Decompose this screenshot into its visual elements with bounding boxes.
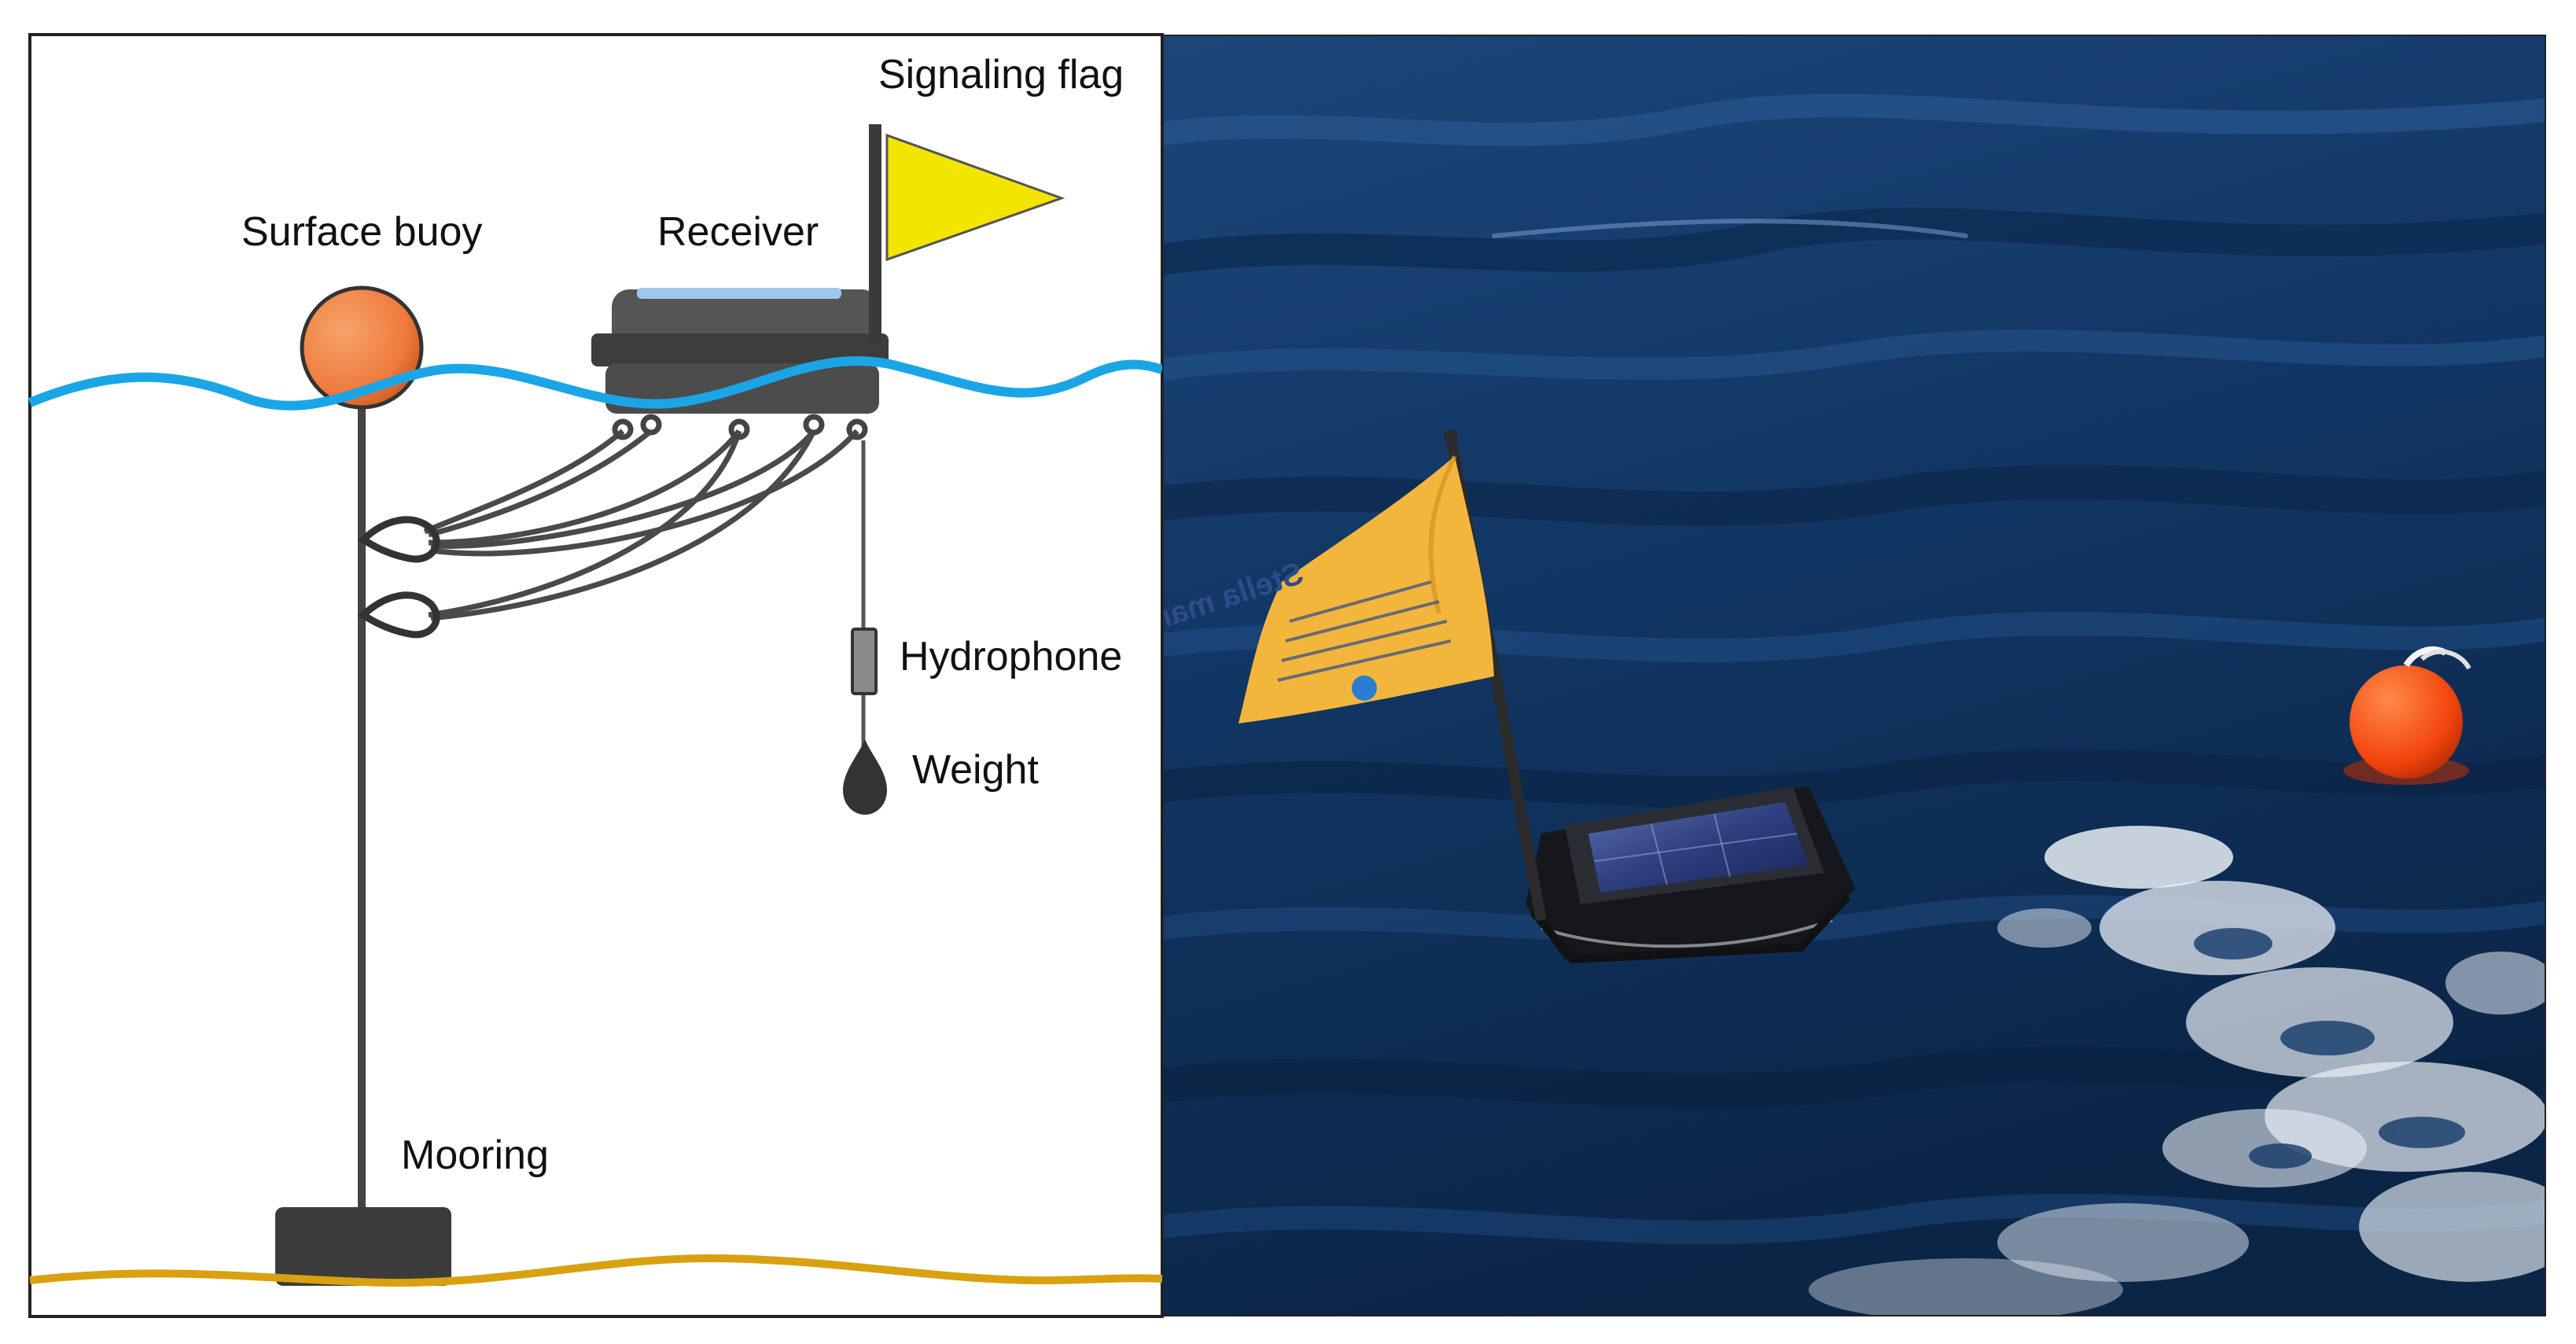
label-mooring: Mooring <box>401 1132 549 1178</box>
mooring-loop-lower <box>357 591 440 639</box>
seabed-line <box>29 1254 1163 1287</box>
photo-flag: Stella mare <box>1162 455 1494 724</box>
sea-foam <box>1809 826 2546 1316</box>
diagram-frame <box>28 33 1164 1318</box>
label-weight: Weight <box>912 747 1039 793</box>
signaling-flag <box>885 133 1065 262</box>
label-surface-buoy: Surface buoy <box>241 209 482 255</box>
flag-mast <box>869 124 881 344</box>
sea-foam-holes <box>2194 928 2465 1169</box>
label-receiver: Receiver <box>657 209 819 255</box>
mooring-block <box>275 1207 451 1286</box>
mooring-loop-upper <box>357 516 440 563</box>
photo-surface-buoy <box>2343 646 2471 785</box>
weight <box>843 739 887 815</box>
photo-panel: Stella mare <box>1162 35 2546 1316</box>
water-surface <box>28 355 1165 411</box>
photo-flag-pole-tip <box>1444 429 1458 444</box>
photo-receiver <box>1525 786 1856 964</box>
label-hydrophone: Hydrophone <box>900 634 1122 679</box>
diagram-panel: Signaling flag Surface buoy Receiver Hyd… <box>28 33 1165 1318</box>
label-signaling-flag: Signaling flag <box>878 52 1124 98</box>
bridle-lines <box>423 429 859 621</box>
hydrophone <box>851 628 878 695</box>
